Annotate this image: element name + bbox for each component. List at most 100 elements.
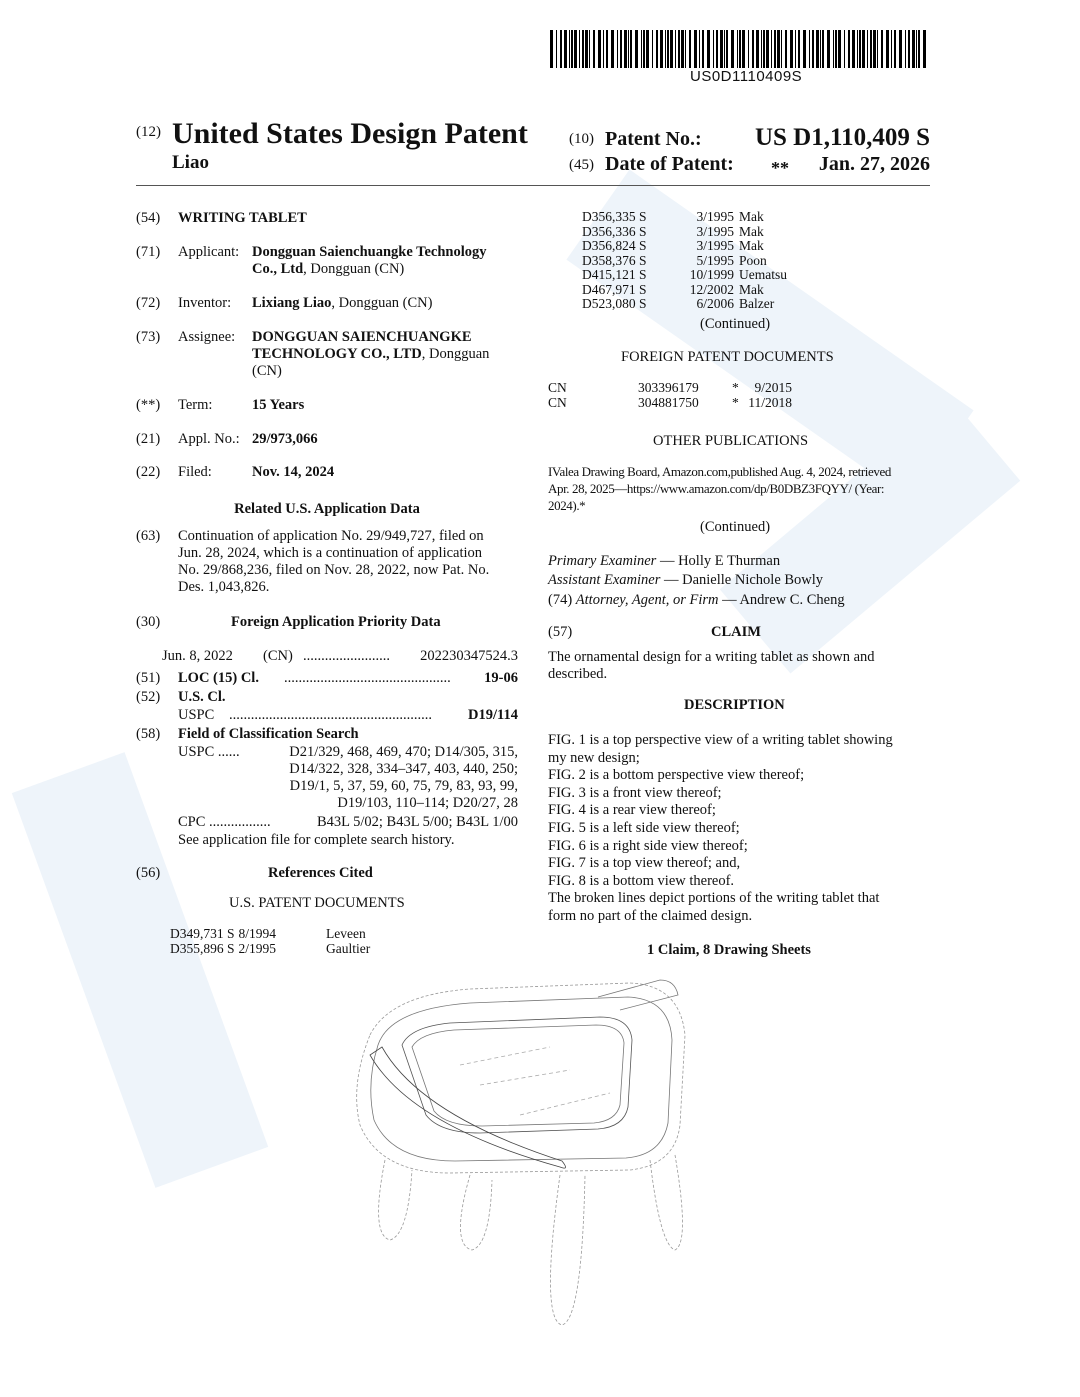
field-uspc-values: D21/329, 468, 469, 470; D14/305, 315, D1… (289, 744, 518, 812)
tablet-body-outline (356, 982, 686, 1174)
code-45: (45) (569, 157, 594, 173)
attorney-label: Attorney, Agent, or Firm (575, 592, 719, 608)
reference-date: 3/1995 (696, 238, 734, 253)
continuation-text: Continuation of application No. 29/949,7… (178, 528, 489, 596)
description-line: FIG. 5 is a left side view thereof; (548, 819, 740, 836)
barcode-bar (833, 30, 834, 68)
barcode-bar (852, 30, 855, 68)
description-line: FIG. 7 is a top view thereof; and, (548, 855, 741, 872)
barcode-bar (716, 30, 718, 68)
reference-number: D358,376 S (582, 252, 647, 268)
date-label: Date of Patent: (605, 153, 734, 175)
reference-number: D467,971 S (582, 281, 647, 297)
appl-number: 29/973,066 (252, 431, 318, 447)
filed-label: Filed: (178, 464, 212, 480)
barcode-bar (795, 30, 796, 68)
leg (550, 1174, 586, 1326)
leg (649, 1154, 683, 1251)
reference-name: Mak (739, 223, 764, 239)
barcode-bar (918, 30, 920, 68)
barcode-bar (656, 30, 658, 68)
field-uspc-label: USPC (178, 744, 215, 760)
reference-number: 303396179 (638, 380, 699, 395)
inventor-location: , Dongguan (CN) (331, 295, 433, 311)
tablet-bevel (370, 996, 673, 1162)
barcode-bar (908, 30, 910, 68)
inid-22: (22) (136, 464, 161, 480)
reference-date: 11/2018 (748, 394, 792, 410)
field-uspc-line: D19/103, 110–114; D20/27, 28 (337, 795, 518, 811)
reference-name: Gaultier (326, 940, 371, 956)
applicant-name-2: Co., Ltd (252, 261, 304, 277)
barcode-bar (809, 30, 810, 68)
publication-line: 2024).* (548, 498, 586, 513)
leader-dots: ........................................… (284, 670, 451, 686)
continued-note: (Continued) (700, 316, 771, 332)
field-search-label: Field of Classification Search (178, 726, 359, 742)
publication-line: Apr. 28, 2025—https://www.amazon.com/dp/… (548, 481, 885, 496)
description-line: form no part of the claimed design. (548, 907, 753, 924)
foreign-priority-heading: Foreign Application Priority Data (231, 614, 441, 630)
barcode-bar (643, 30, 645, 68)
reference-asterisk: * (732, 380, 739, 395)
attorney: (74) Attorney, Agent, or Firm — Andrew C… (548, 592, 845, 609)
attorney-name: — Andrew C. Cheng (722, 592, 845, 608)
assistant-examiner-label: Assistant Examiner (548, 572, 661, 588)
reference-number: D356,336 S (582, 223, 647, 239)
leg (378, 1159, 413, 1241)
barcode-bar (752, 30, 754, 68)
barcode-bar (785, 30, 787, 68)
inid-72: (72) (136, 295, 161, 311)
barcode-bar (763, 30, 765, 68)
barcode-bar (748, 30, 749, 68)
description-line: FIG. 1 is a top perspective view of a wr… (548, 732, 893, 748)
barcode-bar (803, 30, 806, 68)
inid-51: (51) (136, 670, 161, 686)
description-line: FIG. 8 is a bottom view thereof. (548, 872, 735, 889)
barcode-bar (652, 30, 653, 68)
barcode-bar (574, 30, 577, 68)
priority-number: 202230347524.3 (420, 648, 518, 664)
leader-dots: ........................ (303, 648, 390, 664)
inid-74: (74) (548, 592, 573, 608)
reference-name: Mak (739, 238, 764, 253)
date-mark: ** (771, 158, 789, 178)
screen-inner (411, 1024, 625, 1127)
leg (460, 1174, 493, 1251)
code-12: (12) (136, 124, 161, 140)
publication-line: IValea Drawing Board, Amazon.com,publish… (548, 464, 891, 479)
uspc-value: D19/114 (468, 707, 518, 723)
claim-line: The ornamental design for a writing tabl… (548, 649, 875, 665)
barcode-bar (798, 30, 800, 68)
inid-54: (54) (136, 210, 161, 226)
barcode-bar (675, 30, 676, 68)
screen-reflection (459, 1046, 611, 1116)
barcode-bar (891, 30, 892, 68)
barcode-bar (606, 30, 608, 68)
barcode-bar (724, 30, 725, 68)
uspc-label: USPC (178, 707, 215, 723)
other-publication: IValea Drawing Board, Amazon.com,publish… (548, 463, 891, 514)
reference-number: D415,121 S (582, 267, 647, 282)
barcode-bar (812, 30, 814, 68)
barcode-bar (720, 30, 723, 68)
barcode-bar (916, 30, 917, 68)
reference-number: D355,896 S (170, 940, 235, 956)
barcode-bar (611, 30, 614, 68)
barcode-bar (761, 30, 762, 68)
screen-outer (401, 1016, 633, 1134)
barcode-bar (781, 30, 782, 68)
uscl-label: U.S. Cl. (178, 689, 226, 705)
assignee-country: (CN) (252, 363, 282, 379)
barcode-bar (816, 30, 819, 68)
reference-date: 5/1995 (696, 252, 734, 268)
leader-dots: ................. (209, 814, 271, 830)
barcode (550, 30, 926, 68)
barcode-bar (731, 30, 734, 68)
barcode-bar (630, 30, 632, 68)
barcode-bar (859, 30, 861, 68)
barcode-bar (660, 30, 663, 68)
reference-name: Leveen (326, 926, 366, 941)
barcode-bar (670, 30, 673, 68)
